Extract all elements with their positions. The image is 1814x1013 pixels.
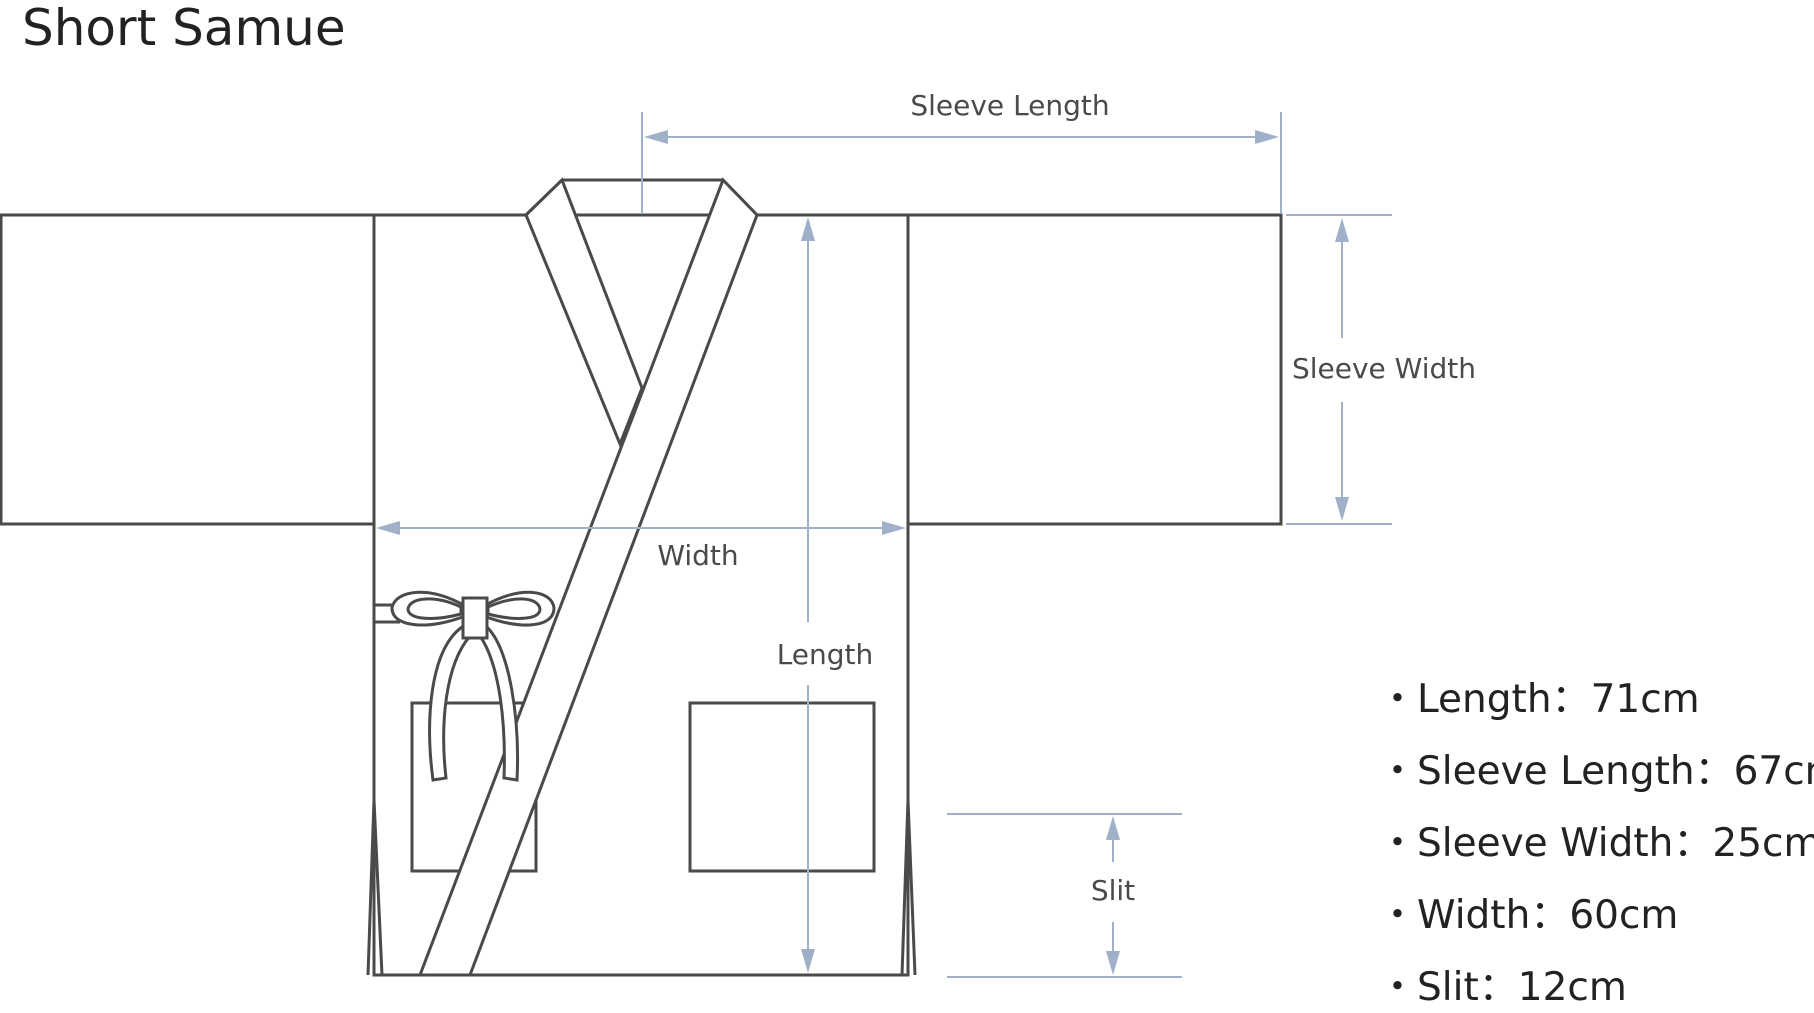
spec-list: ・Length：71cm ・Sleeve Length：67cm ・Sleeve… (1378, 677, 1814, 1010)
right-sleeve (906, 213, 1283, 526)
right-side-slit (900, 799, 917, 976)
sleeve-width-label: Sleeve Width (1292, 352, 1476, 385)
slit-dimension: Slit (947, 813, 1182, 978)
width-label: Width (657, 539, 738, 572)
sleeve-length-dimension: Sleeve Length (641, 89, 1282, 213)
left-side-slit (366, 799, 384, 976)
spec-item-sleeve-width: ・Sleeve Width：25cm (1378, 821, 1814, 866)
spec-item-width: ・Width：60cm (1378, 893, 1678, 938)
length-dimension: Length (777, 217, 874, 973)
sleeve-length-label: Sleeve Length (910, 89, 1109, 122)
bow-tie (390, 590, 556, 782)
length-label: Length (777, 638, 874, 671)
page-title: Short Samue (22, 0, 346, 57)
garment (0, 177, 1283, 977)
slit-label: Slit (1091, 874, 1135, 907)
sleeve-width-dimension: Sleeve Width (1286, 214, 1476, 525)
spec-item-slit: ・Slit：12cm (1378, 965, 1627, 1010)
width-dimension: Width (376, 521, 906, 572)
spec-item-length: ・Length：71cm (1378, 677, 1700, 722)
inner-collar (524, 177, 644, 449)
spec-item-sleeve-length: ・Sleeve Length：67cm (1378, 749, 1814, 794)
left-sleeve (0, 213, 376, 526)
right-pocket (688, 701, 876, 873)
